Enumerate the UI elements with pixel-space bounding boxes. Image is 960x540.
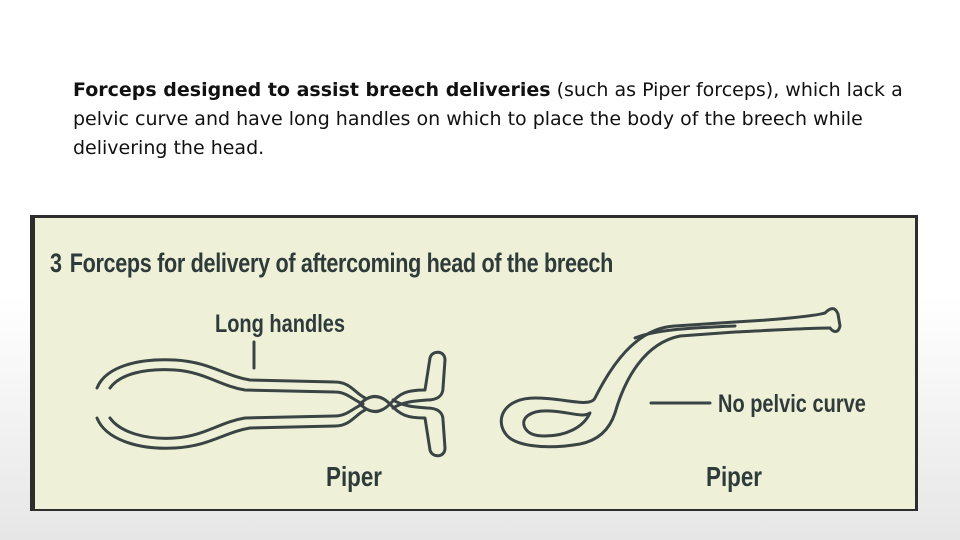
slide-body-rest: (such as Piper forceps), which lack a pe…: [73, 79, 903, 159]
slide-bold-lead: Forceps designed to assist breech delive…: [73, 79, 551, 101]
right-forceps-blade-bottom: [503, 326, 832, 449]
label-piper-left: Piper: [326, 461, 383, 492]
label-long-handles: Long handles: [215, 310, 345, 338]
left-forceps-lower-handle: [388, 398, 447, 458]
left-forceps-lower-blade: [95, 408, 367, 450]
label-no-pelvic-curve: No pelvic curve: [718, 390, 866, 418]
left-forceps-upper-blade-inner: [108, 368, 365, 406]
figure-title-text: Forceps for delivery of aftercoming head…: [69, 248, 614, 278]
piper-forceps-right-drawing: [499, 307, 842, 449]
left-forceps-upper-blade: [95, 358, 367, 400]
forceps-illustration: [95, 307, 842, 458]
label-piper-right: Piper: [706, 461, 763, 492]
right-forceps-handle-end: [823, 307, 842, 333]
left-forceps-lower-blade-inner: [108, 402, 365, 440]
right-forceps-fenestra: [522, 409, 592, 438]
piper-forceps-left-drawing: [95, 340, 447, 458]
right-forceps-shank-line: [633, 324, 737, 340]
left-forceps-upper-handle: [388, 350, 447, 410]
figure-number: 3: [50, 248, 62, 278]
right-forceps-blade-outer: [499, 311, 827, 435]
slide-body-text: Forceps designed to assist breech delive…: [73, 76, 913, 163]
